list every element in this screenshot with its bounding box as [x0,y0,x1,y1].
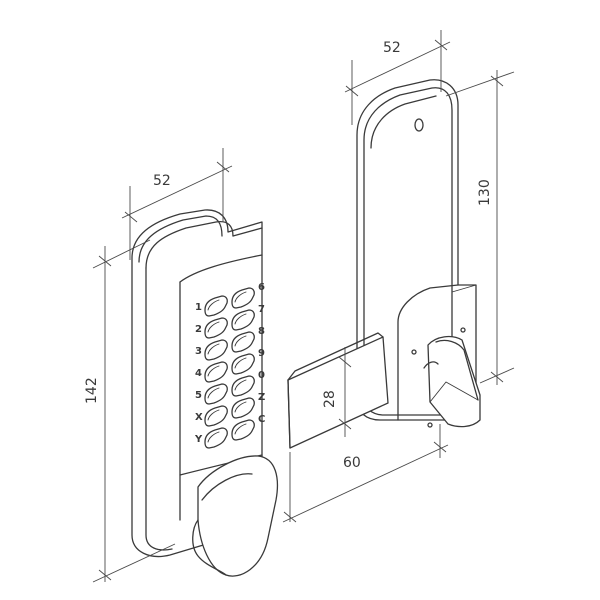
keypad-button-right [231,331,255,353]
screw-dot-icon [411,349,417,355]
screw-hole-icon [414,118,424,132]
keypad-label-right: 8 [258,326,265,337]
keypad-label-right: 0 [258,370,265,381]
keypad-button-left [204,427,228,449]
keypad-label-left: X [195,412,203,423]
keypad-button-left [204,383,228,405]
keypad-button-left [204,317,228,339]
back-plate-height-label: 130 [477,179,493,206]
keypad-label-right: C [258,414,265,425]
keypad-label-right: 9 [258,348,265,359]
keypad-unit: 1 6 2 7 3 8 4 9 5 0X Z Y C [131,209,279,577]
keypad-button-left [204,295,228,317]
keypad-height-label: 142 [84,377,100,404]
back-plate-width-label: 52 [383,40,401,56]
dimension-lines [92,30,515,583]
keypad-label-right: Z [258,392,265,403]
keypad-button-right [231,419,255,441]
keypad-button-right [231,309,255,331]
keypad-button-right [231,353,255,375]
keypad-width-label: 52 [153,173,171,189]
keypad-button-left [204,339,228,361]
door-knob [192,455,279,577]
latch-thickness-label: 28 [322,390,338,408]
latch-bolt [287,332,389,449]
keypad-button-right [231,397,255,419]
keypad-button-right [231,287,255,309]
latch-backset-label: 60 [343,455,361,471]
keypad-label-right: 7 [258,304,265,315]
keypad-label-left: 1 [195,302,202,313]
thumb-turn [423,335,481,428]
keypad-label-left: 2 [195,324,202,335]
keypad-label-left: Y [194,434,203,445]
back-plate [356,79,481,428]
keypad-label-left: 5 [195,390,202,401]
keypad-label-left: 3 [195,346,202,357]
screw-dot-icon [460,327,466,333]
keypad-button-left [204,405,228,427]
keypad-buttons: 1 6 2 7 3 8 4 9 5 0X Z Y C [194,282,265,449]
keypad-label-right: 6 [258,282,265,293]
screw-dot-icon [427,422,433,428]
keypad-button-left [204,361,228,383]
keypad-label-left: 4 [195,368,202,379]
keypad-button-right [231,375,255,397]
